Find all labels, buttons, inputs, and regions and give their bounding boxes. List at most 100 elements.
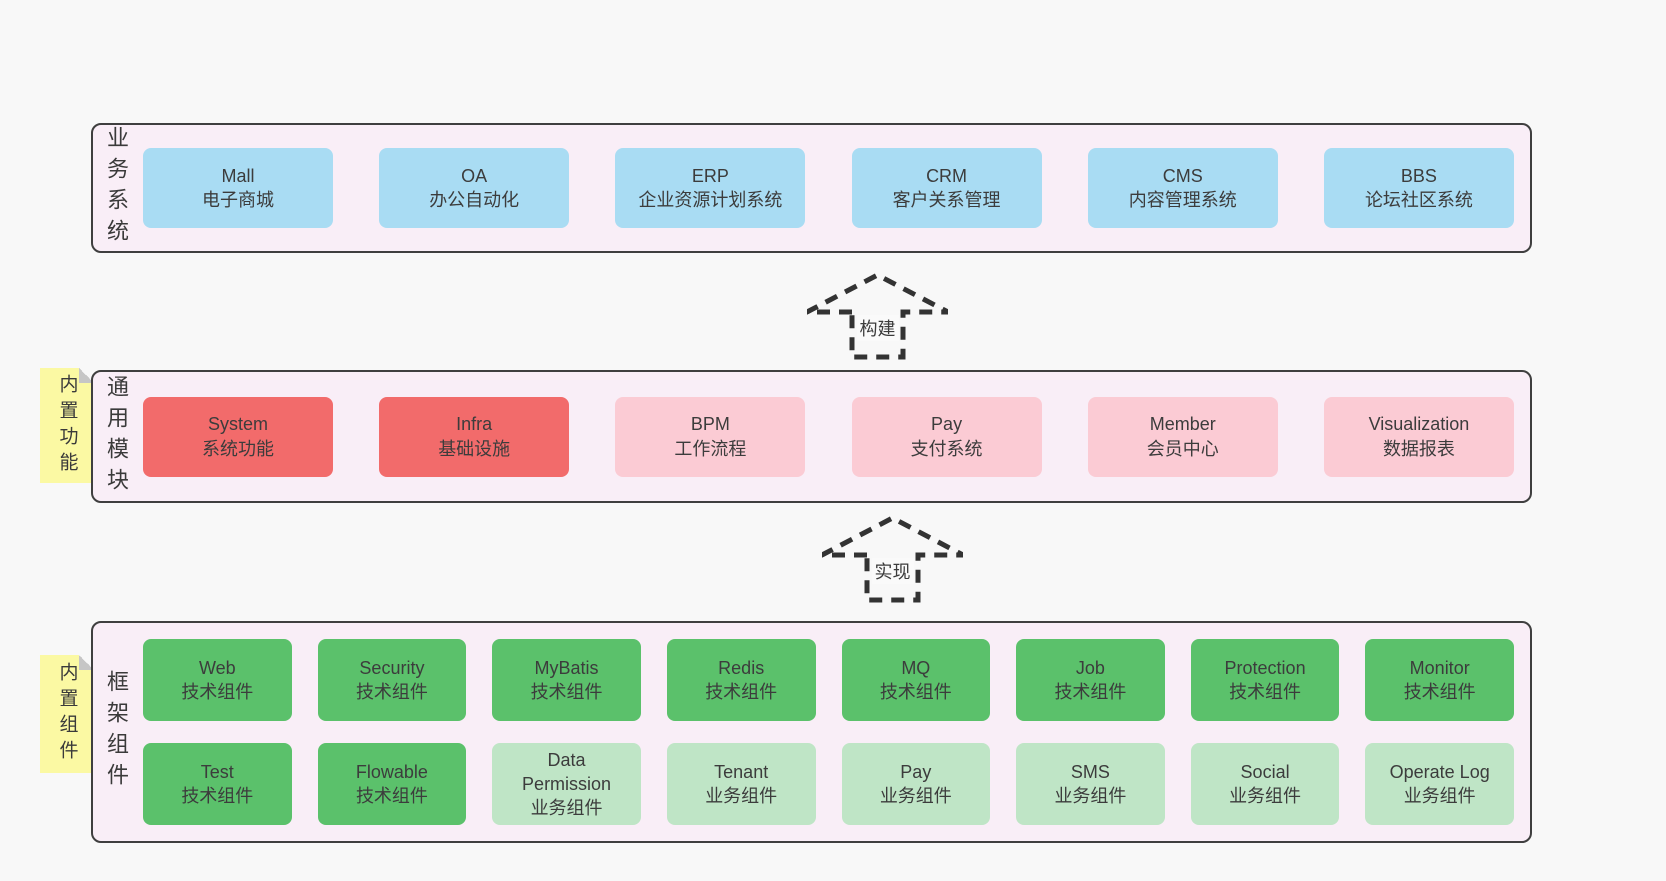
box-subtitle: 支付系统 <box>910 438 983 459</box>
box-name: Operate Log <box>1389 761 1490 782</box>
folded-corner-icon <box>79 655 94 670</box>
box-oa: OA 办公自动化 <box>379 148 570 228</box>
up-arrow-icon <box>822 515 963 603</box>
sticky-label: 内置组件 <box>56 662 78 766</box>
box-protection: Protection 技术组件 <box>1190 639 1340 721</box>
panel-label-business-systems: 业务系统 <box>104 126 129 250</box>
box-name: System <box>207 414 268 435</box>
box-name: Protection <box>1224 657 1306 678</box>
panel-label-framework-components: 框架组件 <box>104 670 129 794</box>
box-subtitle: 技术组件 <box>1229 682 1302 702</box>
box-subtitle: 数据报表 <box>1382 438 1455 459</box>
box-crm: CRM 客户关系管理 <box>851 148 1042 228</box>
box-subtitle: 技术组件 <box>879 682 952 702</box>
box-subtitle: 技术组件 <box>181 682 254 702</box>
box-subtitle: 客户关系管理 <box>892 190 1001 210</box>
box-name: BPM <box>690 414 730 435</box>
box-name: Monitor <box>1409 657 1470 678</box>
box-bbs: BBS 论坛社区系统 <box>1323 148 1514 228</box>
up-arrow-icon <box>807 272 948 360</box>
dashed-up-arrow-implement: 实现 <box>822 514 963 604</box>
sticky-label: 内置功能 <box>56 373 78 478</box>
panel-business-systems: 业务系统 Mall 电子商城 OA 办公自动化 ERP 企业资源计划系统 CRM… <box>91 123 1532 253</box>
box-subtitle: 业务组件 <box>705 786 778 806</box>
box-subtitle: 电子商城 <box>202 190 274 210</box>
box-subtitle: 企业资源计划系统 <box>638 190 783 210</box>
box-name: CMS <box>1162 165 1203 186</box>
box-name: Test <box>200 761 234 782</box>
box-data-permission: Data Permission 业务组件 <box>492 743 641 825</box>
box-row: Mall 电子商城 OA 办公自动化 ERP 企业资源计划系统 CRM 客户关系… <box>143 148 1514 228</box>
box-subtitle: 技术组件 <box>705 682 778 702</box>
box-pay-business: Pay 业务组件 <box>841 743 991 825</box>
box-name: Visualization <box>1368 414 1470 435</box>
sticky-note-built-in-features: 内置功能 <box>40 368 94 483</box>
panel-label-common-modules: 通用模块 <box>104 374 129 499</box>
box-erp: ERP 企业资源计划系统 <box>615 148 806 228</box>
box-member: Member 会员中心 <box>1087 396 1278 477</box>
box-name: CRM <box>926 165 968 186</box>
box-name: Member <box>1149 414 1216 435</box>
box-subtitle: 办公自动化 <box>429 190 520 210</box>
box-name: Redis <box>718 657 765 678</box>
box-name: Tenant <box>714 761 769 782</box>
box-operate-log: Operate Log 业务组件 <box>1365 743 1514 825</box>
box-subtitle: 会员中心 <box>1146 438 1219 459</box>
box-web: Web 技术组件 <box>143 639 292 721</box>
box-social: Social 业务组件 <box>1190 743 1340 825</box>
box-subtitle: 业务组件 <box>1054 786 1127 806</box>
box-name: MQ <box>901 657 931 678</box>
box-name: OA <box>461 165 488 186</box>
box-flowable: Flowable 技术组件 <box>317 743 467 825</box>
box-subtitle: 工作流程 <box>674 438 747 459</box>
arrow-label-build: 构建 <box>856 315 899 341</box>
box-name: Data Permission <box>522 749 612 794</box>
box-name: Infra <box>456 414 493 435</box>
box-cms: CMS 内容管理系统 <box>1087 148 1278 228</box>
box-bpm: BPM 工作流程 <box>615 396 806 477</box>
box-security: Security 技术组件 <box>317 639 467 721</box>
box-subtitle: 技术组件 <box>1403 682 1476 702</box>
box-subtitle: 技术组件 <box>1054 682 1127 702</box>
box-mall: Mall 电子商城 <box>143 148 333 228</box>
box-name: Web <box>198 657 236 678</box>
box-name: Security <box>359 657 425 678</box>
box-sms: SMS 业务组件 <box>1016 743 1165 825</box>
box-tenant: Tenant 业务组件 <box>666 743 816 825</box>
dashed-up-arrow-build: 构建 <box>807 271 948 361</box>
panel-framework-components: 框架组件 Web 技术组件 Security 技术组件 MyBatis 技术组件… <box>91 621 1532 843</box>
box-subtitle: 基础设施 <box>438 438 511 459</box>
box-name: BBS <box>1400 165 1437 186</box>
box-system: System 系统功能 <box>143 396 333 477</box>
box-name: SMS <box>1070 761 1110 782</box>
box-subtitle: 业务组件 <box>530 798 603 819</box>
box-monitor: Monitor 技术组件 <box>1365 639 1514 721</box>
box-name: ERP <box>691 165 729 186</box>
box-subtitle: 业务组件 <box>1229 786 1302 806</box>
box-infra: Infra 基础设施 <box>379 396 570 477</box>
box-job: Job 技术组件 <box>1016 639 1165 721</box>
box-subtitle: 系统功能 <box>202 438 274 459</box>
box-name: Flowable <box>355 761 428 782</box>
folded-corner-icon <box>79 368 94 383</box>
box-pay: Pay 支付系统 <box>851 396 1042 477</box>
box-name: Pay <box>931 414 963 435</box>
box-test: Test 技术组件 <box>143 743 292 825</box>
box-grid: Web 技术组件 Security 技术组件 MyBatis 技术组件 Redi… <box>143 639 1514 825</box>
box-name: Pay <box>900 761 932 782</box>
box-visualization: Visualization 数据报表 <box>1323 396 1514 477</box>
box-subtitle: 论坛社区系统 <box>1364 190 1473 210</box>
box-subtitle: 内容管理系统 <box>1128 190 1237 210</box>
box-subtitle: 技术组件 <box>530 682 603 702</box>
arrow-label-implement: 实现 <box>871 558 914 584</box>
box-name: Job <box>1075 657 1105 678</box>
box-mybatis: MyBatis 技术组件 <box>492 639 641 721</box>
box-redis: Redis 技术组件 <box>666 639 816 721</box>
box-row: System 系统功能 Infra 基础设施 BPM 工作流程 Pay 支付系统… <box>143 396 1514 477</box>
box-subtitle: 技术组件 <box>181 786 254 806</box>
sticky-note-built-in-components: 内置组件 <box>40 655 94 773</box>
box-mq: MQ 技术组件 <box>841 639 991 721</box>
box-name: Social <box>1240 761 1290 782</box>
box-subtitle: 业务组件 <box>1403 786 1476 806</box>
